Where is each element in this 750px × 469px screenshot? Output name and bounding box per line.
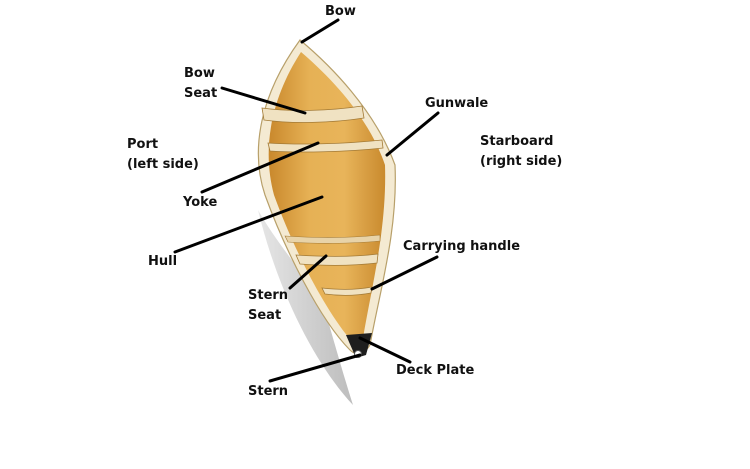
canoe-hull-inner	[268, 52, 386, 343]
leader-gunwale	[385, 111, 440, 157]
label-starboard-line1: Starboard	[480, 134, 554, 149]
label-stern-seat: Stern Seat	[248, 286, 288, 326]
leader-hull	[173, 195, 324, 254]
label-stern: Stern	[248, 382, 288, 402]
leader-yoke	[200, 141, 320, 194]
label-hull: Hull	[148, 252, 177, 272]
label-carrying-handle-text: Carrying handle	[403, 239, 521, 254]
label-hull-text: Hull	[148, 254, 178, 269]
leader-bow-seat	[220, 86, 307, 115]
label-port-line1: Port	[127, 137, 159, 152]
leader-bow	[300, 18, 340, 44]
leader-deck-plate	[358, 336, 412, 364]
label-deck-plate: Deck Plate	[396, 361, 474, 381]
carrying-handle	[321, 286, 373, 296]
leader-stern	[268, 353, 362, 383]
label-bow-seat: Bow Seat	[184, 64, 217, 104]
label-bow-seat-line2: Seat	[184, 86, 218, 101]
label-bow-text: Bow	[325, 4, 356, 19]
label-stern-text: Stern	[248, 384, 289, 399]
label-bow: Bow	[325, 2, 356, 22]
label-stern-seat-line2: Seat	[248, 308, 282, 323]
label-deck-plate-text: Deck Plate	[396, 363, 475, 378]
label-yoke-text: Yoke	[183, 195, 218, 210]
label-port: Port (left side)	[127, 135, 199, 175]
label-gunwale: Gunwale	[425, 94, 488, 114]
label-port-line2: (left side)	[127, 157, 199, 172]
label-gunwale-text: Gunwale	[425, 96, 489, 111]
thwart-mid	[284, 234, 381, 244]
label-yoke: Yoke	[183, 193, 217, 213]
canoe-shadow	[258, 210, 353, 405]
label-starboard-line2: (right side)	[480, 154, 563, 169]
label-carrying-handle: Carrying handle	[403, 237, 520, 257]
leader-carrying-handle	[370, 255, 439, 291]
leader-stern-seat	[288, 254, 328, 290]
label-starboard: Starboard (right side)	[480, 132, 562, 172]
label-bow-seat-line1: Bow	[184, 66, 215, 81]
label-stern-seat-line1: Stern	[248, 288, 289, 303]
